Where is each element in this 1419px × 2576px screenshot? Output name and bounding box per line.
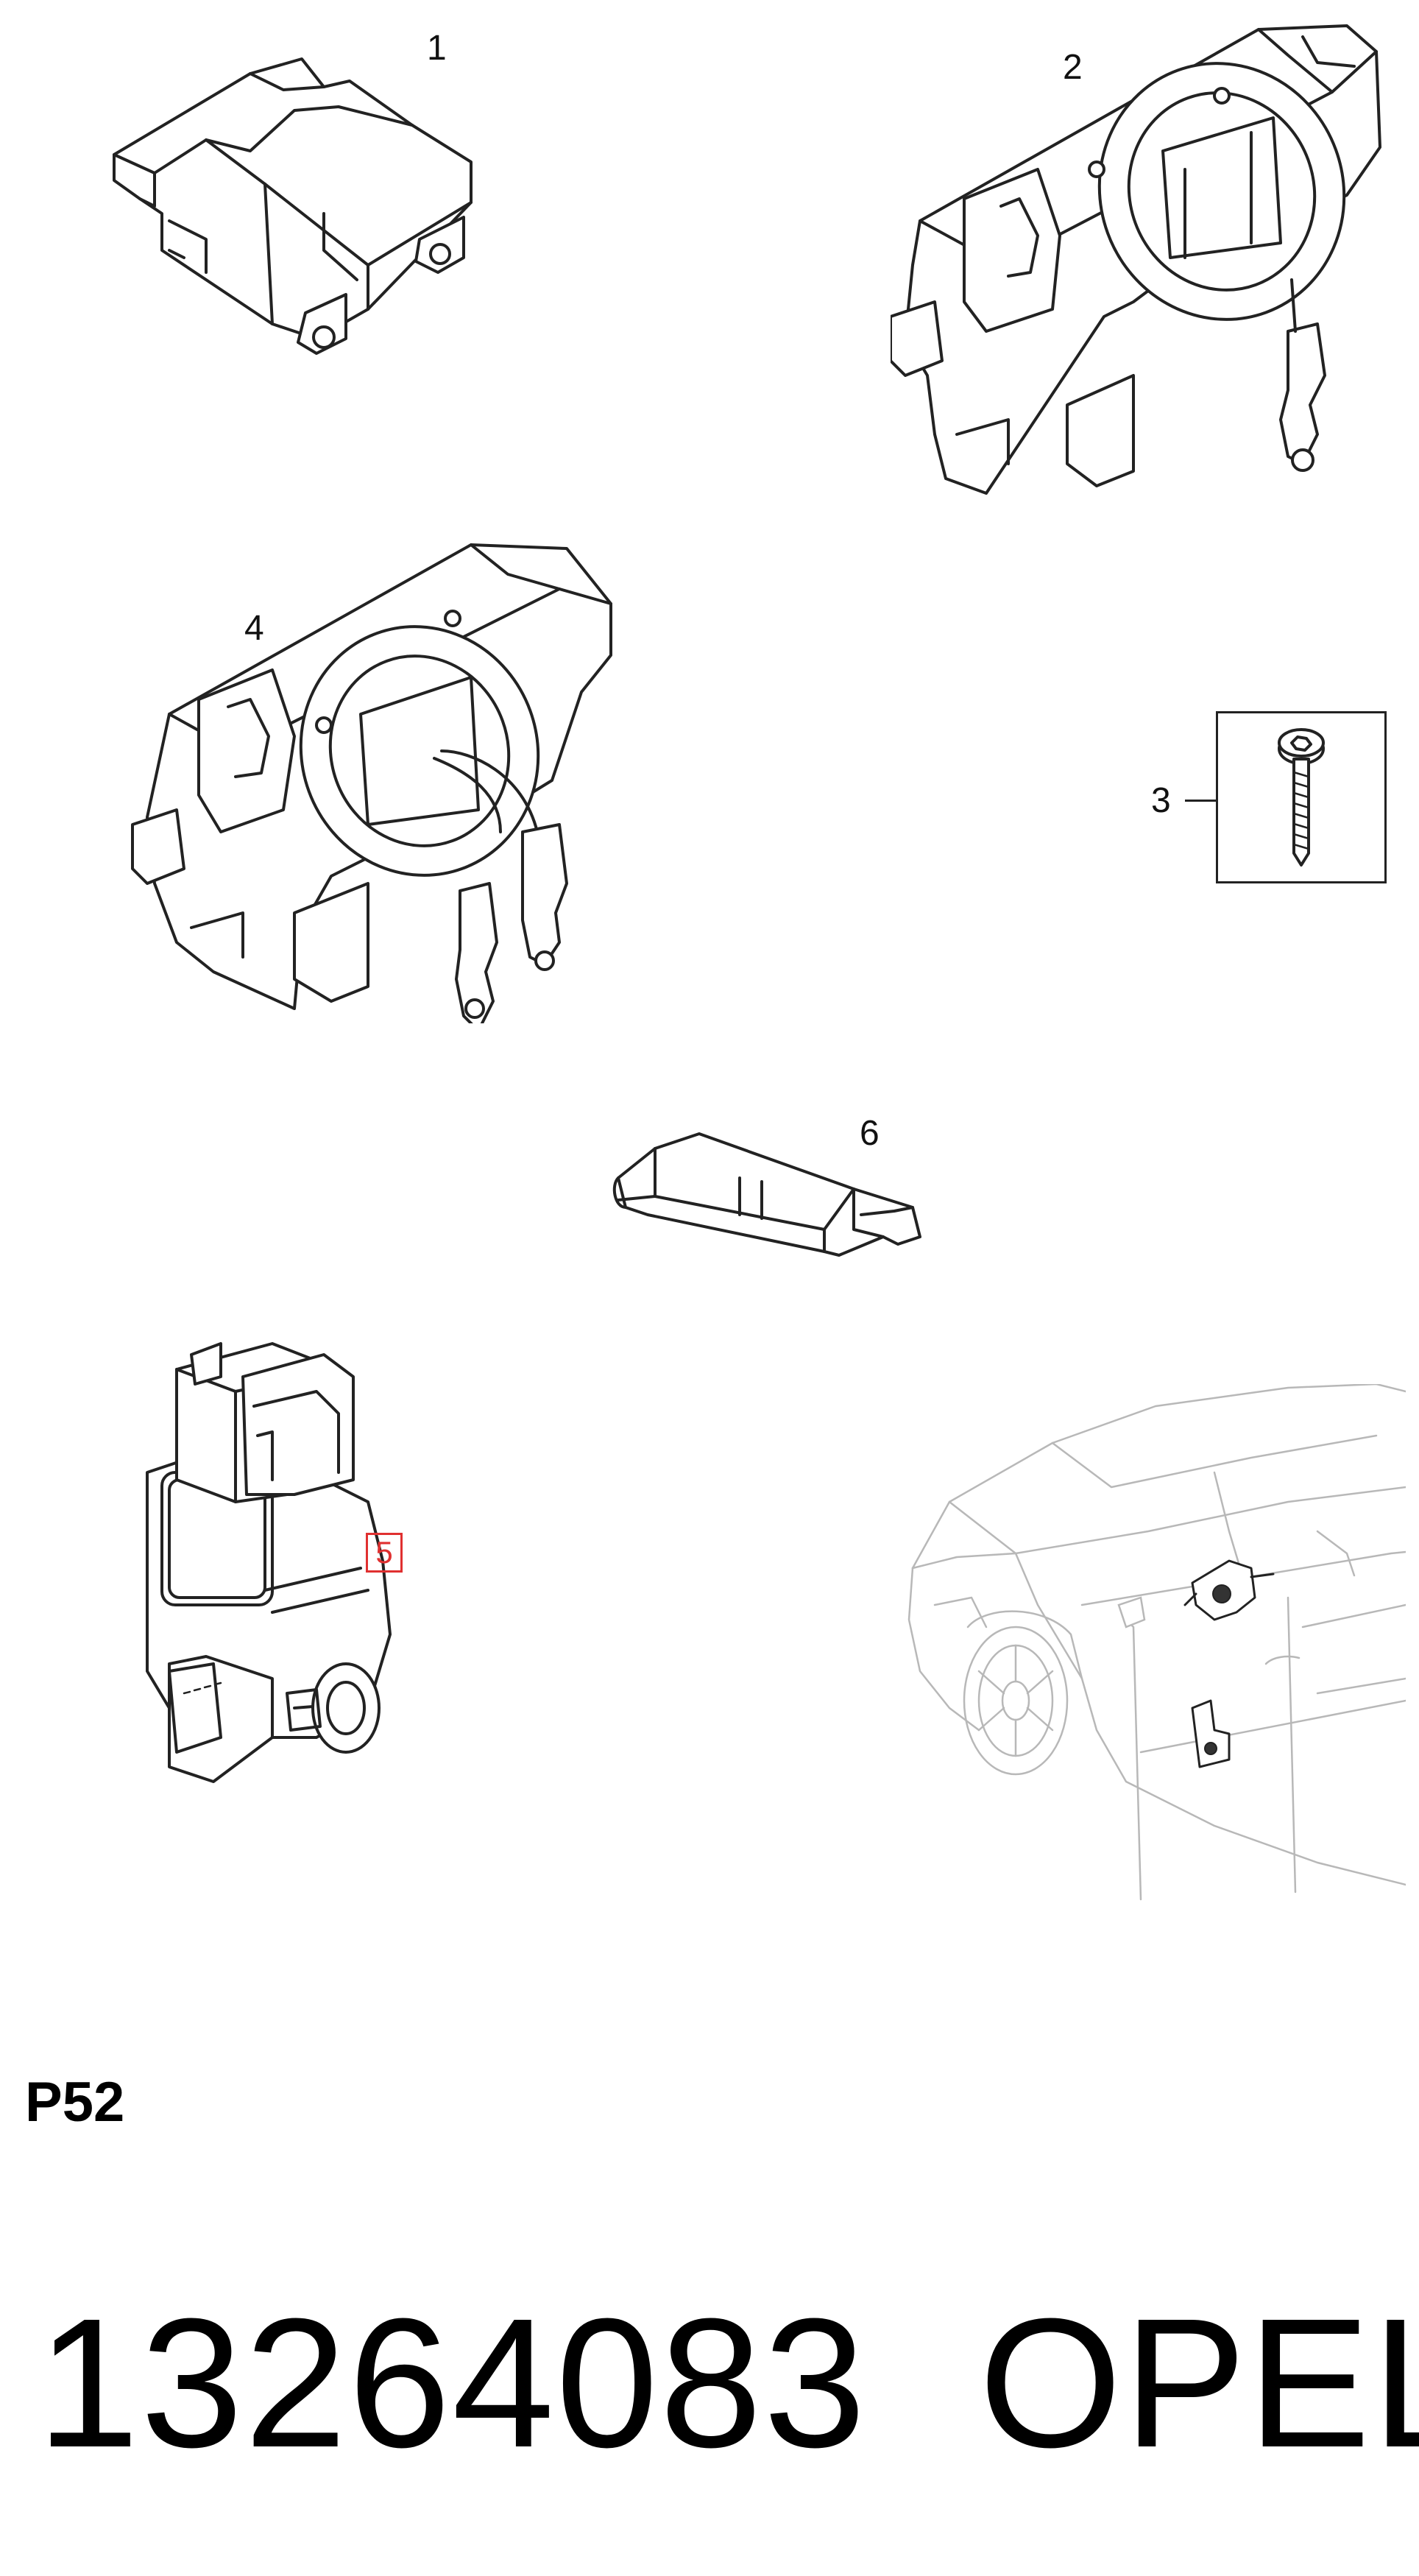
- screw-icon: [1278, 728, 1325, 867]
- callout-3: 3: [1151, 781, 1171, 820]
- callout-2: 2: [1063, 48, 1083, 87]
- vehicle-impact-sensor-location: [1191, 1699, 1231, 1768]
- callout-3-leader-line: [1185, 800, 1216, 802]
- vehicle-location-drawing: [907, 1384, 1406, 1901]
- vehicle-clock-spring-location: [1183, 1559, 1275, 1621]
- part-1-control-module-drawing: [113, 57, 473, 355]
- part-4-clock-spring-assembly-drawing: [131, 543, 612, 1023]
- callout-6: 6: [860, 1114, 880, 1153]
- page-code: P52: [25, 2071, 125, 2134]
- part-2-clock-spring-drawing: [891, 24, 1381, 495]
- brand-name: OPEL: [979, 2280, 1419, 2485]
- part-6-sensor-drawing: [612, 1132, 921, 1257]
- callout-1: 1: [427, 29, 447, 68]
- part-3-screw-box: [1216, 711, 1387, 883]
- callout-4: 4: [244, 609, 264, 648]
- part-number: 13264083: [37, 2280, 868, 2485]
- part-5-impact-sensor-drawing: [146, 1342, 392, 1783]
- callout-5: 5: [366, 1533, 403, 1573]
